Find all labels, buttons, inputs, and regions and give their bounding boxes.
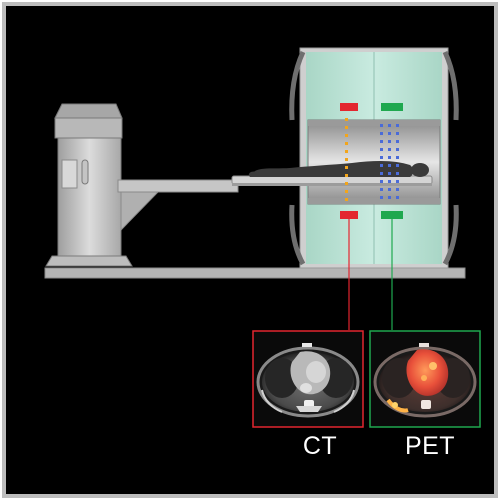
floor-base <box>44 267 466 279</box>
ct-label: CT <box>302 432 338 460</box>
pet-detector-marker-top <box>381 103 403 111</box>
ct-detector-beam <box>345 118 348 201</box>
ct-source-marker-bottom <box>340 211 358 219</box>
patient-silhouette-icon <box>248 160 429 177</box>
table-stand <box>45 103 239 267</box>
pet-label: PET <box>404 432 456 460</box>
gantry <box>289 47 459 269</box>
patient-bed <box>231 175 433 186</box>
pet-chest-scan <box>369 330 481 428</box>
ct-source-marker-top <box>340 103 358 111</box>
pet-detector-marker-bottom <box>381 211 403 219</box>
pet-detector-grid <box>380 124 399 199</box>
ct-chest-scan <box>252 330 364 428</box>
